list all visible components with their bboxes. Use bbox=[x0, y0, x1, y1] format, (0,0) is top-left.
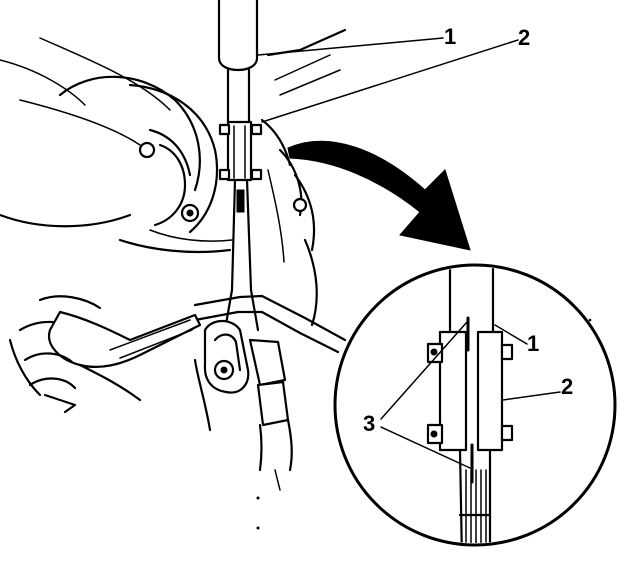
callout-detail-1: 1 bbox=[527, 331, 540, 356]
universal-joint bbox=[193, 319, 293, 491]
dash-housing bbox=[118, 83, 233, 254]
right-panel-outline bbox=[260, 28, 347, 327]
body-panel-outline bbox=[0, 37, 201, 228]
magnify-arrow bbox=[287, 140, 471, 251]
callout-main-2: 2 bbox=[518, 25, 531, 50]
callout-detail-2: 2 bbox=[561, 374, 574, 399]
hand-with-tool bbox=[8, 295, 202, 414]
detail-view bbox=[333, 263, 617, 547]
leader-lines bbox=[257, 37, 561, 469]
scan-specks bbox=[256, 318, 592, 530]
callout-main-1: 1 bbox=[444, 24, 457, 49]
callout-detail-3: 3 bbox=[363, 411, 376, 436]
tie-bar bbox=[193, 294, 347, 354]
steering-shaft bbox=[217, 0, 263, 332]
